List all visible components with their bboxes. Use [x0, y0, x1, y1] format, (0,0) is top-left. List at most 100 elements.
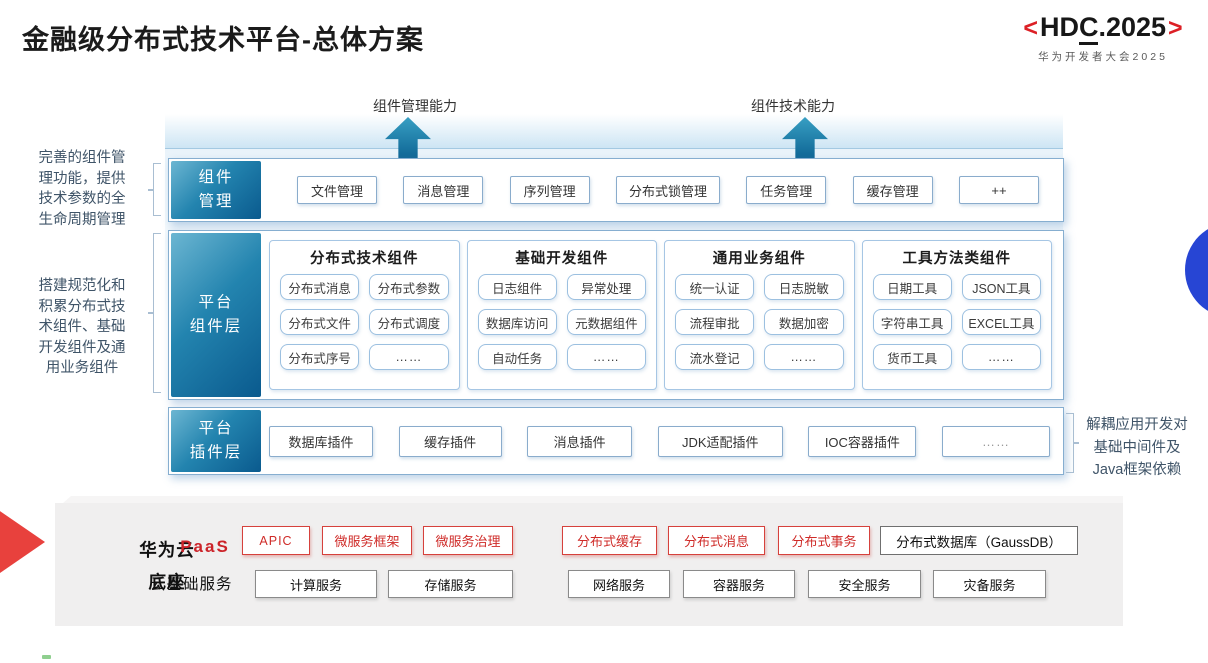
note-line: 完善的组件管 — [38, 150, 126, 166]
paas-item-box: 微服务框架 — [322, 526, 412, 555]
gaussdb-box: 分布式数据库（GaussDB） — [880, 526, 1078, 555]
left-note-platform-components: 搭建规范化和 积累分布式技 术组件、基础 开发组件及通 用业务组件 — [8, 276, 156, 379]
component-groups: 分布式技术组件 分布式消息 分布式参数 分布式文件 分布式调度 分布式序号 ……… — [269, 240, 1052, 390]
group-tool-methods: 工具方法类组件 日期工具 JSON工具 字符串工具 EXCEL工具 货币工具 …… — [861, 240, 1052, 390]
group-item-chip: 流程审批 — [675, 309, 755, 335]
note-line: Java框架依赖 — [1092, 462, 1182, 478]
component-mgmt-items: 文件管理 消息管理 序列管理 分布式锁管理 任务管理 缓存管理 ++ — [297, 159, 1039, 221]
mgmt-item-box: 缓存管理 — [852, 176, 933, 204]
paas-item-box: 分布式缓存 — [562, 526, 657, 555]
cloud-base-label: 云基础服务 — [150, 576, 233, 593]
group-item-chip: 统一认证 — [675, 274, 755, 300]
note-line: 搭建规范化和 — [38, 278, 126, 294]
group-item-chip: 分布式序号 — [280, 344, 360, 370]
logo-close-bracket-icon: > — [1168, 14, 1183, 42]
label-line: 插件层 — [189, 444, 243, 461]
cloud-base-item-box: 计算服务 — [255, 570, 377, 598]
blue-circle-decoration — [1185, 222, 1208, 318]
group-grid: 分布式消息 分布式参数 分布式文件 分布式调度 分布式序号 …… — [270, 273, 459, 380]
note-line: 用业务组件 — [45, 360, 119, 376]
group-title: 通用业务组件 — [712, 250, 806, 267]
layer-label-platform-plugins: 平台 插件层 — [171, 410, 261, 472]
note-line: 解耦应用开发对 — [1086, 417, 1188, 433]
left-note-component-mgmt: 完善的组件管 理功能，提供 技术参数的全 生命周期管理 — [8, 148, 156, 230]
paas-item-box: 微服务治理 — [423, 526, 513, 555]
cloud-base-item-box: 网络服务 — [568, 570, 670, 598]
note-line: 术组件、基础 — [38, 319, 126, 335]
group-item-chip: 日志脱敏 — [764, 274, 844, 300]
group-item-chip: 元数据组件 — [566, 309, 646, 335]
label-line: 平台 — [198, 294, 234, 311]
group-item-chip: 字符串工具 — [872, 309, 952, 335]
logo-c-underlined: C — [1078, 12, 1099, 45]
note-line: 生命周期管理 — [38, 211, 126, 228]
group-common-business: 通用业务组件 统一认证 日志脱敏 流程审批 数据加密 流水登记 …… — [664, 240, 855, 390]
group-item-chip: 异常处理 — [566, 274, 646, 300]
cloud-base-item-box: 容器服务 — [683, 570, 795, 598]
group-item-chip: 自动任务 — [477, 344, 557, 370]
group-distributed-tech: 分布式技术组件 分布式消息 分布式参数 分布式文件 分布式调度 分布式序号 …… — [269, 240, 460, 390]
group-item-chip: EXCEL工具 — [961, 309, 1041, 335]
label-line: 组件层 — [189, 318, 243, 335]
plugin-item-box: 缓存插件 — [398, 425, 502, 457]
plugin-item-box: JDK适配插件 — [657, 425, 783, 457]
note-line: 基础中间件及 — [1093, 439, 1181, 456]
paas-item-box: 分布式消息 — [668, 526, 765, 555]
layer-platform-plugins: 平台 插件层 数据库插件 缓存插件 消息插件 JDK适配插件 IOC容器插件 …… — [168, 407, 1064, 475]
plugin-items: 数据库插件 缓存插件 消息插件 JDK适配插件 IOC容器插件 …… — [269, 408, 1050, 474]
label-line: 底座 — [148, 572, 186, 592]
mgmt-item-box: ++ — [958, 176, 1039, 204]
right-brace-icon — [1066, 413, 1079, 473]
group-item-chip: 数据加密 — [764, 309, 844, 335]
label-line: 华为云 — [139, 540, 195, 560]
note-line: 开发组件及通 — [38, 339, 126, 356]
mgmt-item-box: 任务管理 — [746, 176, 827, 204]
note-line: 理功能，提供 — [38, 170, 126, 187]
note-line: 积累分布式技 — [38, 298, 126, 315]
group-grid: 统一认证 日志脱敏 流程审批 数据加密 流水登记 …… — [665, 273, 854, 380]
mgmt-item-box: 文件管理 — [297, 176, 377, 204]
layer-component-mgmt: 组件 管理 文件管理 消息管理 序列管理 分布式锁管理 任务管理 缓存管理 ++ — [168, 158, 1064, 222]
group-item-chip: 分布式调度 — [369, 309, 449, 335]
mgmt-item-box: 序列管理 — [509, 176, 590, 204]
label-line: 管理 — [198, 193, 234, 210]
layer-label-platform-components: 平台 组件层 — [171, 233, 261, 397]
group-item-chip: …… — [764, 344, 844, 370]
left-brace-icon — [148, 233, 161, 393]
group-item-chip: 流水登记 — [675, 344, 755, 370]
group-item-chip: …… — [566, 344, 646, 370]
hdc-logo-subtitle: 华为开发者大会2025 — [1038, 51, 1168, 63]
plugin-item-box: …… — [941, 425, 1050, 457]
plugin-item-box: IOC容器插件 — [808, 425, 917, 457]
mgmt-item-box: 消息管理 — [403, 176, 484, 204]
cloud-base-item-box: 存储服务 — [388, 570, 513, 598]
group-title: 分布式技术组件 — [310, 250, 419, 267]
red-arrow-icon — [0, 498, 45, 586]
plugin-item-box: 消息插件 — [527, 425, 633, 457]
group-item-chip: 分布式消息 — [280, 274, 360, 300]
group-grid: 日志组件 异常处理 数据库访问 元数据组件 自动任务 …… — [468, 273, 657, 380]
layer-platform-components: 平台 组件层 分布式技术组件 分布式消息 分布式参数 分布式文件 分布式调度 分… — [168, 230, 1064, 400]
group-title: 基础开发组件 — [515, 250, 609, 267]
layer-label-component-mgmt: 组件 管理 — [171, 161, 261, 219]
group-item-chip: 分布式文件 — [280, 309, 360, 335]
note-line: 技术参数的全 — [38, 191, 126, 207]
label-line: 组件 — [198, 169, 234, 186]
group-base-dev: 基础开发组件 日志组件 异常处理 数据库访问 元数据组件 自动任务 …… — [466, 240, 657, 390]
group-title: 工具方法类组件 — [902, 250, 1011, 267]
logo-rest: .2025 — [1098, 12, 1167, 42]
green-speck-decoration — [42, 655, 51, 659]
mgmt-item-box: 分布式锁管理 — [615, 176, 720, 204]
paas-item-box: APIC — [242, 526, 310, 555]
right-note-decoupling: 解耦应用开发对 基础中间件及 Java框架依赖 — [1076, 414, 1198, 482]
cloud-base-item-box: 灾备服务 — [933, 570, 1046, 598]
group-item-chip: 货币工具 — [872, 344, 952, 370]
group-item-chip: 日期工具 — [872, 274, 952, 300]
foundation-label: 华为云 底座 — [115, 534, 219, 598]
capability-label-technical: 组件技术能力 — [751, 98, 835, 114]
group-item-chip: 分布式参数 — [369, 274, 449, 300]
group-item-chip: 日志组件 — [477, 274, 557, 300]
group-item-chip: …… — [369, 344, 449, 370]
